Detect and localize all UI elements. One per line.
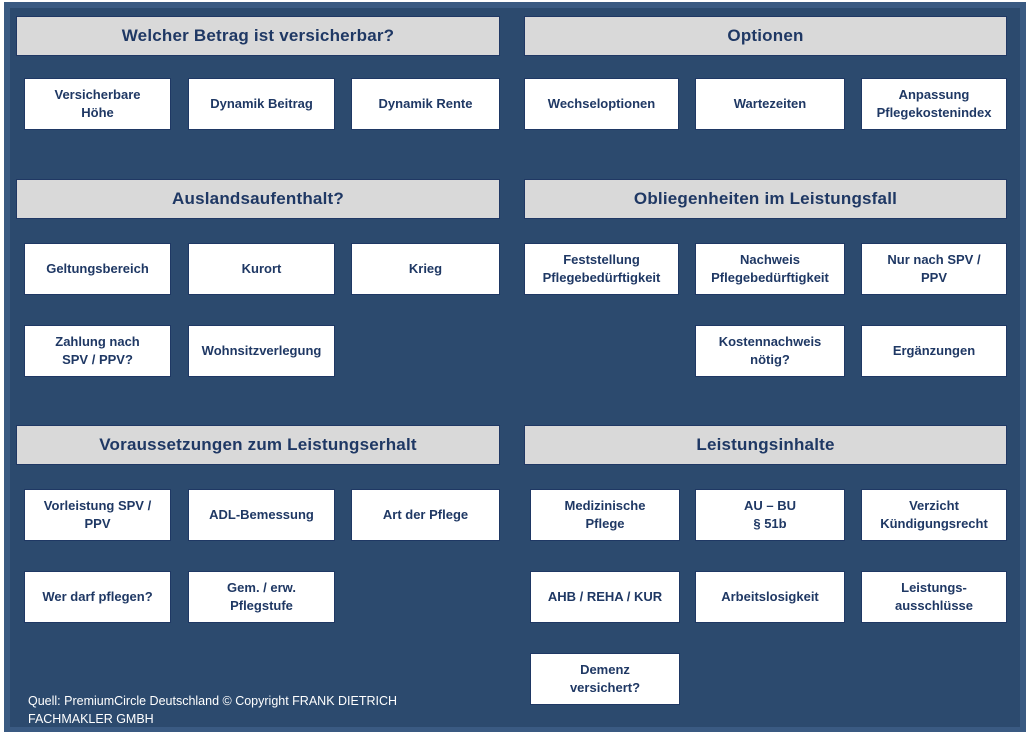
tile-dynamik-rente[interactable]: Dynamik Rente <box>351 78 500 130</box>
tile-ahb-reha-kur[interactable]: AHB / REHA / KUR <box>530 571 680 623</box>
tile-zahlung-nach-spv-ppv[interactable]: Zahlung nach SPV / PPV? <box>24 325 171 377</box>
tile-versicherbare-hoehe[interactable]: Versicherbare Höhe <box>24 78 171 130</box>
tile-anpassung-pflegekostenindex[interactable]: Anpassung Pflegekostenindex <box>861 78 1007 130</box>
tile-ergaenzungen[interactable]: Ergänzungen <box>861 325 1007 377</box>
section-header-optionen: Optionen <box>524 16 1007 56</box>
tile-art-der-pflege[interactable]: Art der Pflege <box>351 489 500 541</box>
tile-nachweis-pflegebeduerftigkeit[interactable]: Nachweis Pflegebedürftigkeit <box>695 243 845 295</box>
tile-wechseloptionen[interactable]: Wechseloptionen <box>524 78 679 130</box>
section-header-welcher-betrag: Welcher Betrag ist versicherbar? <box>16 16 500 56</box>
tile-adl-bemessung[interactable]: ADL-Bemessung <box>188 489 335 541</box>
tile-medizinische-pflege[interactable]: Medizinische Pflege <box>530 489 680 541</box>
tile-wohnsitzverlegung[interactable]: Wohnsitzverlegung <box>188 325 335 377</box>
tile-verzicht-kuendigungsrecht[interactable]: Verzicht Kündigungsrecht <box>861 489 1007 541</box>
tile-nur-nach-spv-ppv[interactable]: Nur nach SPV / PPV <box>861 243 1007 295</box>
copyright-note: Quell: PremiumCircle Deutschland © Copyr… <box>28 694 398 727</box>
tile-feststellung-pflegebeduerftigkeit[interactable]: Feststellung Pflegebedürftigkeit <box>524 243 679 295</box>
section-header-obliegenheiten: Obliegenheiten im Leistungsfall <box>524 179 1007 219</box>
section-header-leistungsinhalte: Leistungsinhalte <box>524 425 1007 465</box>
tile-krieg[interactable]: Krieg <box>351 243 500 295</box>
tile-gem-erw-pflegstufe[interactable]: Gem. / erw. Pflegstufe <box>188 571 335 623</box>
tile-wartezeiten[interactable]: Wartezeiten <box>695 78 845 130</box>
tile-dynamik-beitrag[interactable]: Dynamik Beitrag <box>188 78 335 130</box>
tile-au-bu-51b[interactable]: AU – BU § 51b <box>695 489 845 541</box>
tile-kostennachweis-noetig[interactable]: Kostennachweis nötig? <box>695 325 845 377</box>
tile-arbeitslosigkeit[interactable]: Arbeitslosigkeit <box>695 571 845 623</box>
navy-panel: Welcher Betrag ist versicherbar? Versich… <box>10 8 1020 727</box>
tile-kurort[interactable]: Kurort <box>188 243 335 295</box>
tile-vorleistung-spv-ppv[interactable]: Vorleistung SPV / PPV <box>24 489 171 541</box>
tile-demenz-versichert[interactable]: Demenz versichert? <box>530 653 680 705</box>
tile-wer-darf-pflegen[interactable]: Wer darf pflegen? <box>24 571 171 623</box>
section-header-auslandsaufenthalt: Auslandsaufenthalt? <box>16 179 500 219</box>
section-header-voraussetzungen: Voraussetzungen zum Leistungserhalt <box>16 425 500 465</box>
tile-geltungsbereich[interactable]: Geltungsbereich <box>24 243 171 295</box>
tile-leistungsausschluesse[interactable]: Leistungs- ausschlüsse <box>861 571 1007 623</box>
